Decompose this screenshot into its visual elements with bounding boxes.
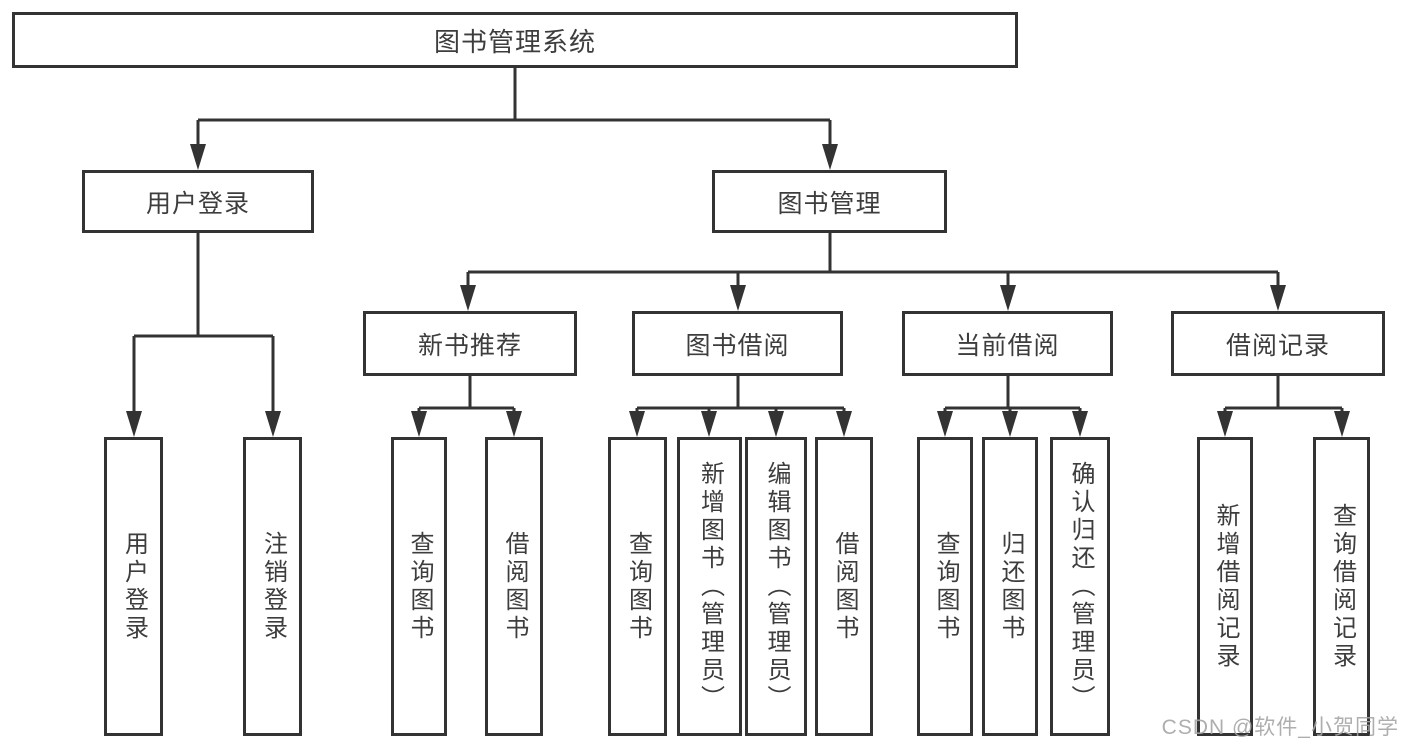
leaf-logout: 注销登录 (243, 437, 302, 736)
leaf-borrow-books-newrec: 借阅图书 (485, 437, 543, 736)
node-user-login: 用户登录 (82, 170, 314, 233)
leaf-add-book-admin: 新增图书（管理员） (677, 437, 742, 736)
leaf-query-books-current: 查询图书 (917, 437, 973, 736)
node-book-management: 图书管理 (712, 170, 947, 233)
leaf-query-borrow-record: 查询借阅记录 (1313, 437, 1370, 736)
leaf-query-books-newrec: 查询图书 (391, 437, 447, 736)
node-current-borrowing: 当前借阅 (902, 311, 1113, 376)
node-root-library-system: 图书管理系统 (12, 12, 1018, 68)
leaf-borrow-books: 借阅图书 (815, 437, 873, 736)
leaf-query-books-borrow: 查询图书 (608, 437, 667, 736)
leaf-confirm-return-admin: 确认归还（管理员） (1050, 437, 1110, 736)
leaf-edit-book-admin: 编辑图书（管理员） (745, 437, 807, 736)
arrowhead-icons (126, 144, 1350, 437)
node-book-borrowing: 图书借阅 (632, 311, 843, 376)
node-new-book-recommend: 新书推荐 (363, 311, 577, 376)
leaf-add-borrow-record: 新增借阅记录 (1197, 437, 1253, 736)
node-borrowing-records: 借阅记录 (1171, 311, 1385, 376)
leaf-user-login: 用户登录 (104, 437, 163, 736)
leaf-return-book: 归还图书 (982, 437, 1038, 736)
csdn-watermark: CSDN @软件_小贺同学 (1161, 716, 1399, 739)
